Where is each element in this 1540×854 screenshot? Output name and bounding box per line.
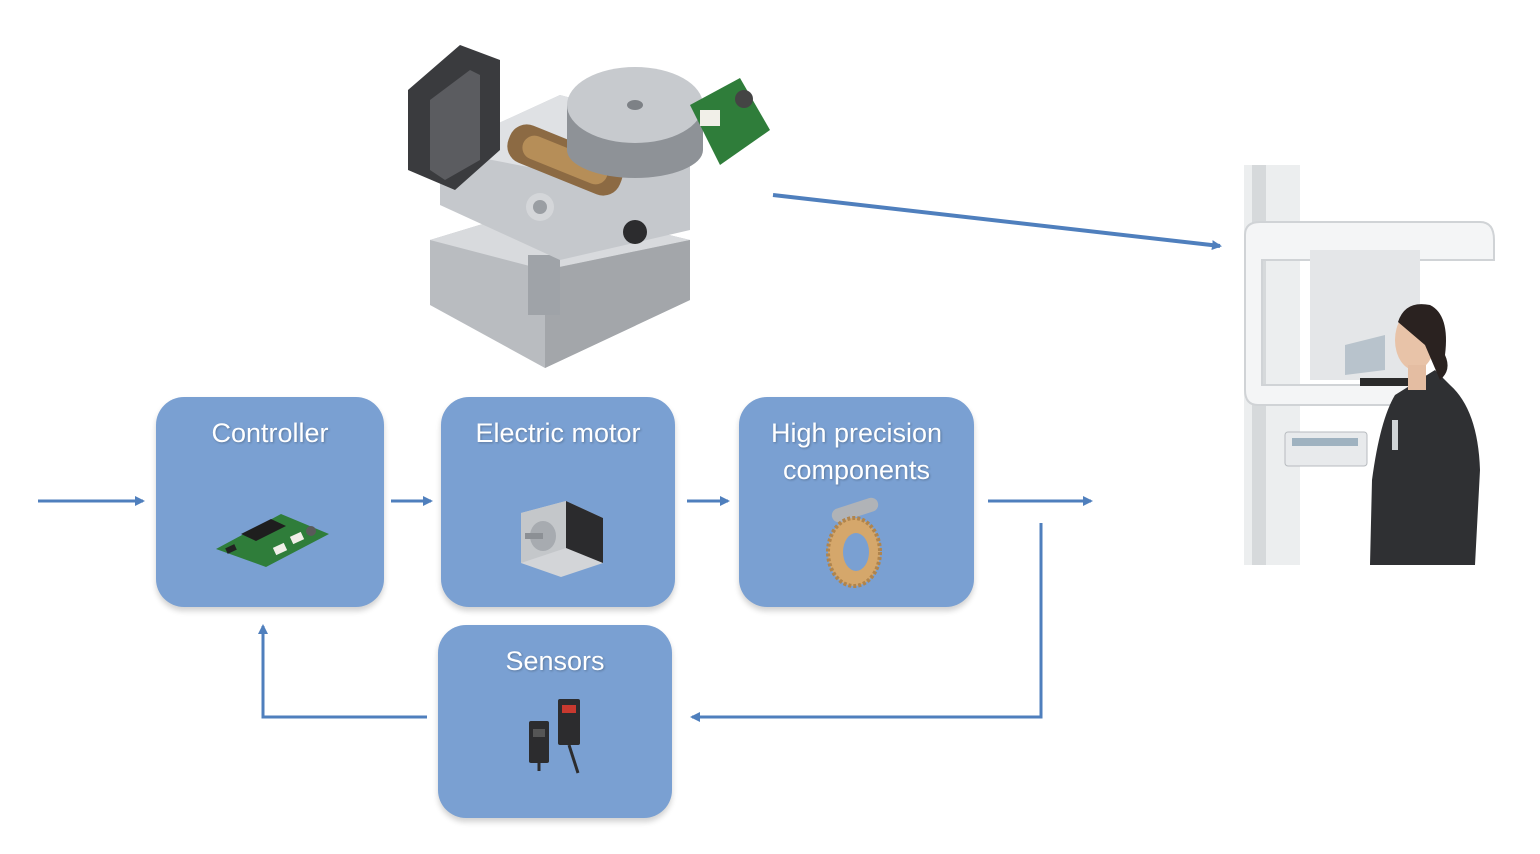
controller-block: Controller xyxy=(156,397,384,607)
photoelectric-sensor-icon xyxy=(529,699,580,774)
high-precision-label-line1: High precision xyxy=(770,418,943,448)
controller-label: Controller xyxy=(211,418,329,448)
worm-gear-icon xyxy=(826,497,882,588)
feedback-to-sensors-arrow xyxy=(690,523,1043,722)
electric-motor-label: Electric motor xyxy=(475,418,641,448)
electric-motor-block: Electric motor xyxy=(441,397,675,607)
circuit-board-icon xyxy=(216,514,329,567)
actuator-to-application-arrow xyxy=(772,193,1222,251)
sensors-label: Sensors xyxy=(505,646,605,676)
sensors-block: Sensors xyxy=(438,625,672,818)
sensors-to-controller-arrow xyxy=(258,624,427,719)
stepper-motor-icon xyxy=(521,501,603,577)
high-precision-label-line2: components xyxy=(782,455,931,485)
high-precision-components-block: High precision components xyxy=(739,397,974,607)
